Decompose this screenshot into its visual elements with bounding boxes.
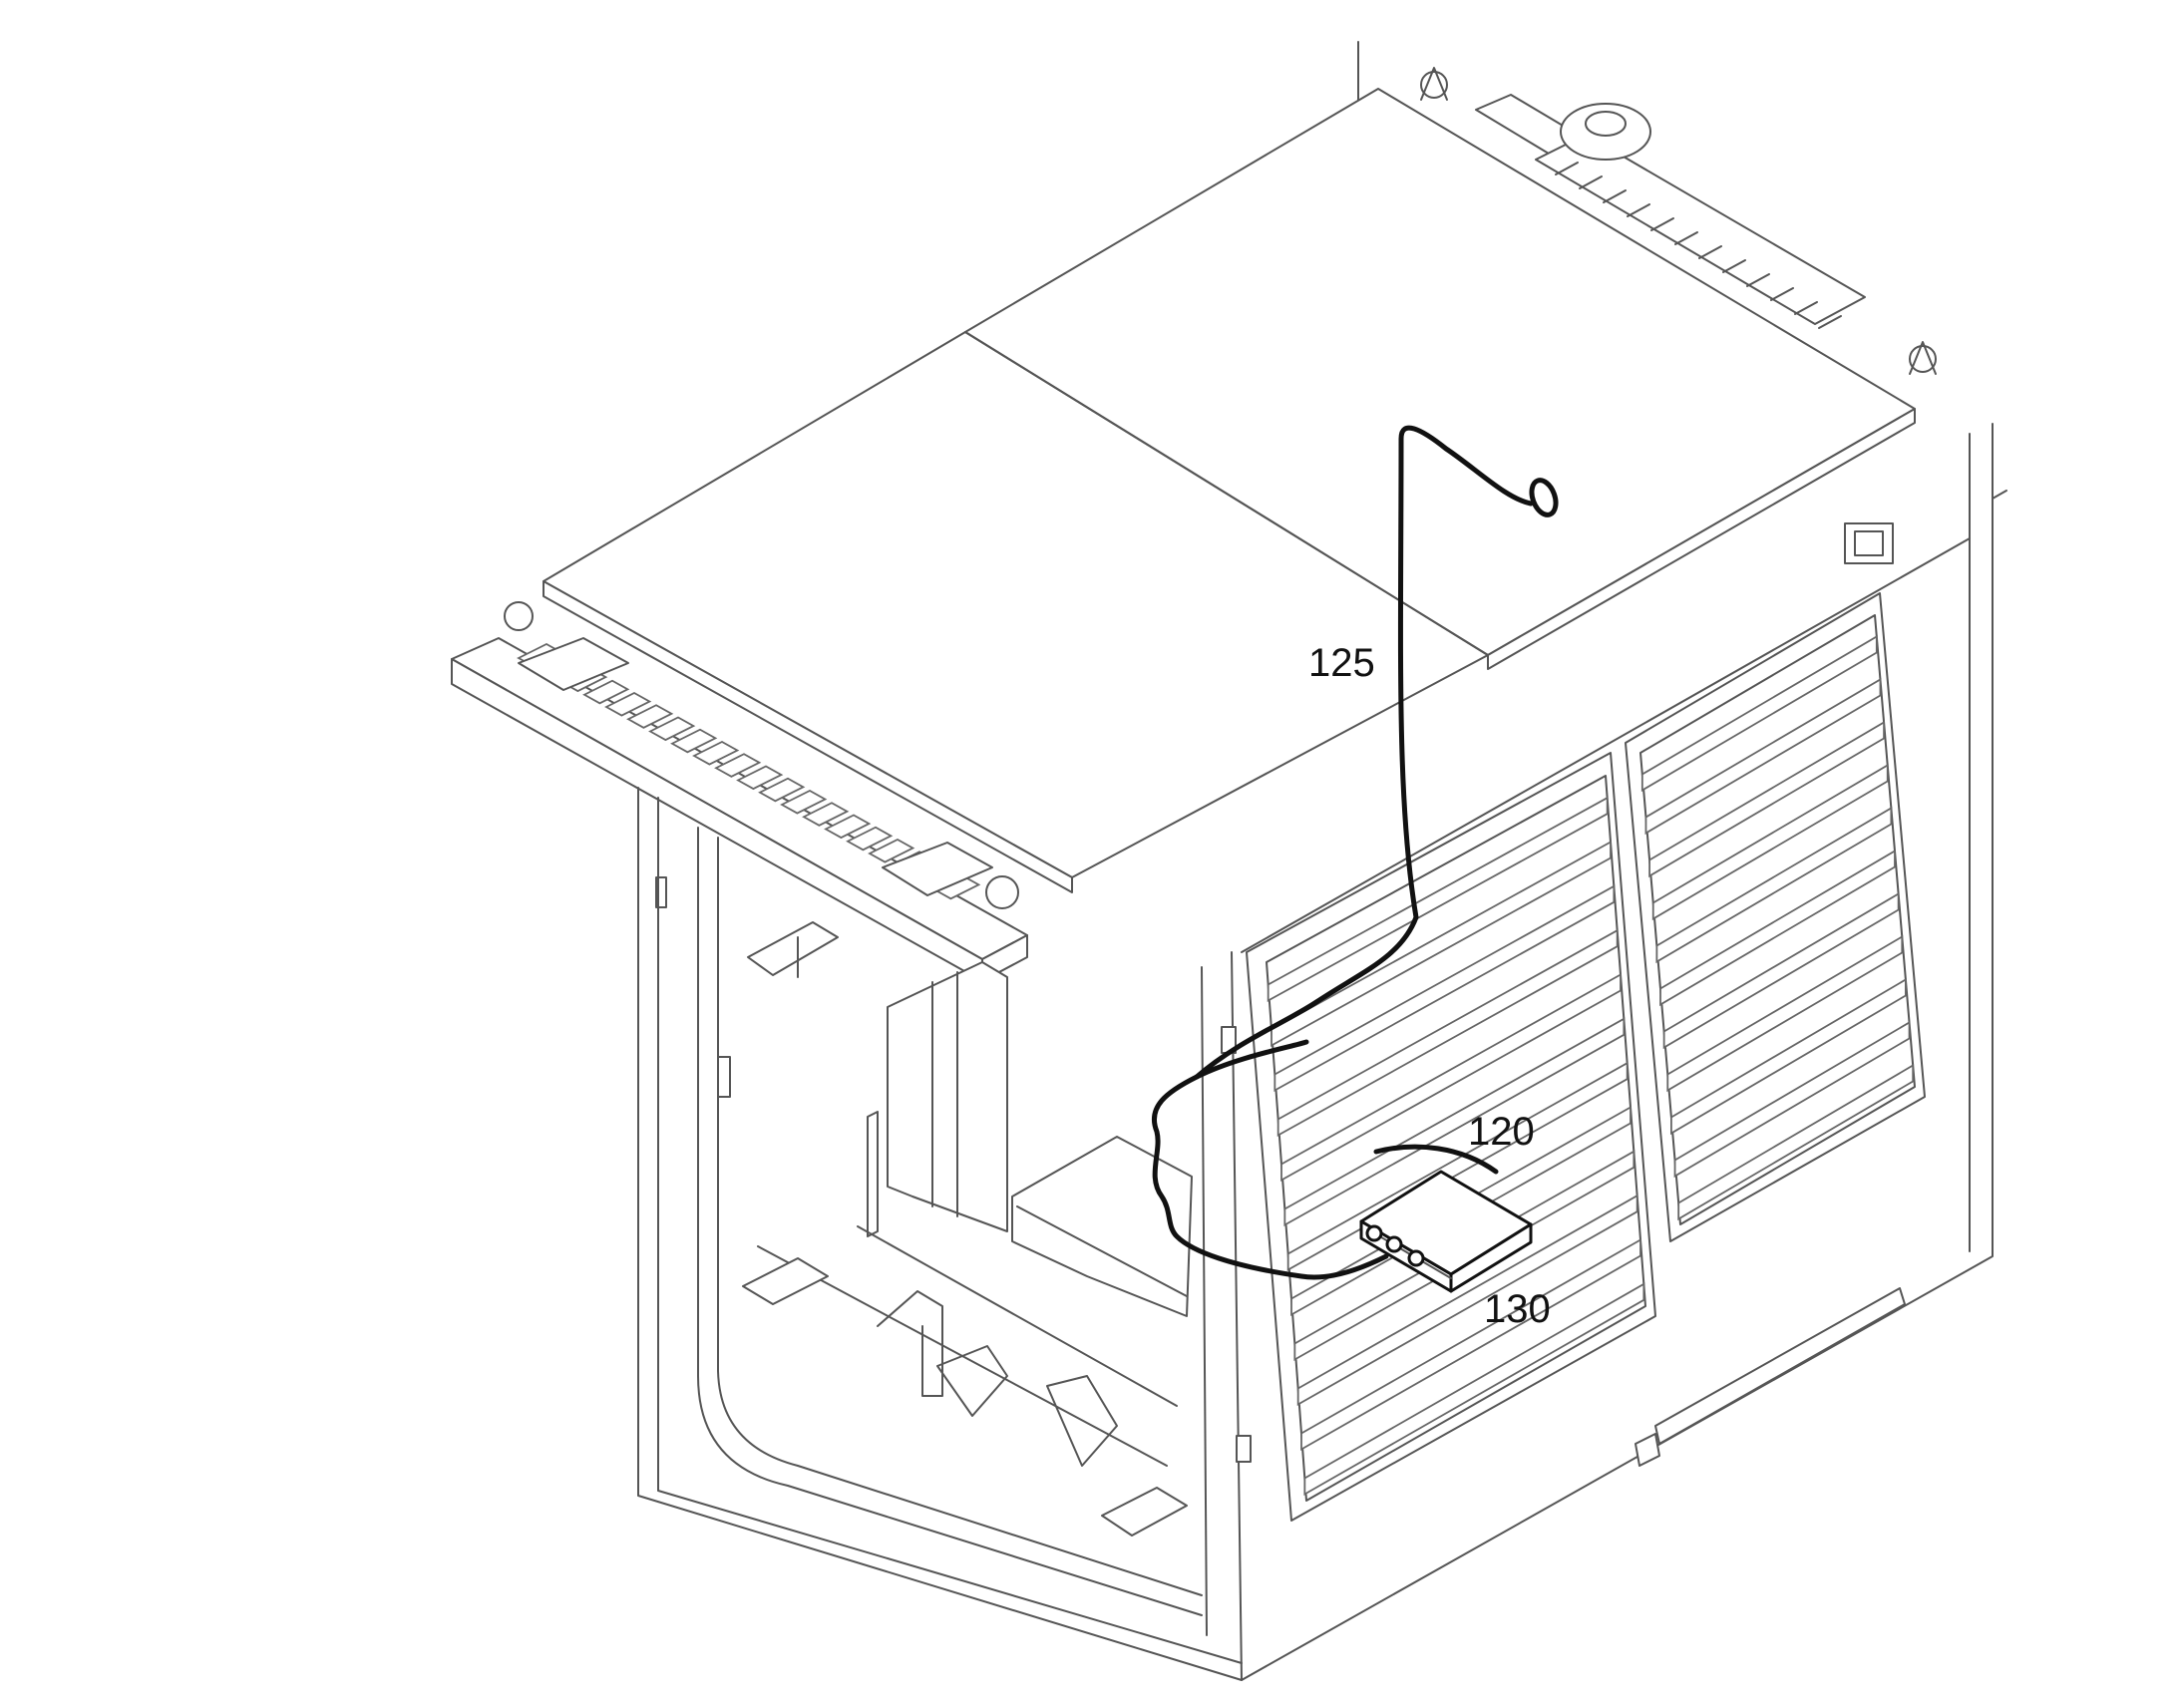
rear-louver-slat xyxy=(1651,763,1889,921)
rear-louver-slat xyxy=(1670,977,1907,1136)
visor-slat xyxy=(802,802,850,827)
door-louver-slat xyxy=(1267,796,1609,1003)
equipment-rib xyxy=(1555,162,1579,175)
front-door xyxy=(1221,752,1656,1522)
visor-slat xyxy=(648,716,696,742)
rear-louver-slat xyxy=(1659,849,1896,1007)
rear-louver-slat xyxy=(1673,1020,1911,1179)
door-louver-slat xyxy=(1300,1237,1641,1452)
connector-icon xyxy=(1385,1235,1403,1253)
cab-body xyxy=(637,423,2007,1681)
equipment-rib xyxy=(1794,301,1818,315)
cab-interior xyxy=(655,876,1193,1537)
rear-louver-slat xyxy=(1644,677,1882,836)
visor-slat xyxy=(670,728,718,754)
rear-louver-slat xyxy=(1655,806,1893,964)
roof-right-panel xyxy=(964,88,1916,670)
label-cable-125: 125 xyxy=(1308,641,1375,685)
equipment-rib xyxy=(1698,245,1722,259)
label-housing-130: 130 xyxy=(1484,1287,1551,1331)
equipment-rib xyxy=(1746,273,1770,287)
door-louver-slat xyxy=(1273,884,1616,1093)
door-louver-slat xyxy=(1303,1282,1645,1497)
rear-louver-panel xyxy=(1625,592,1926,1242)
equipment-rib xyxy=(1650,217,1674,231)
rear-top-equipment xyxy=(1357,41,1866,329)
rear-louver-slat xyxy=(1640,634,1878,793)
control-box-120 xyxy=(1359,1144,1533,1293)
door-louver-slat xyxy=(1271,840,1612,1048)
door-louver-slat xyxy=(1276,928,1619,1138)
visor-slat xyxy=(736,765,784,791)
equipment-rib xyxy=(1674,231,1698,245)
door-louver-slat xyxy=(1283,1017,1626,1227)
connector-icon xyxy=(1365,1224,1383,1242)
equipment-rib xyxy=(1722,259,1746,273)
rear-louver-slat xyxy=(1662,891,1900,1050)
cable-125 xyxy=(1151,425,1559,1280)
visor-slat xyxy=(604,691,652,717)
rear-louver-slat xyxy=(1666,934,1904,1093)
rear-louver-slat xyxy=(1677,1063,1915,1221)
rear-louver-slat xyxy=(1648,720,1885,878)
equipment-rib xyxy=(1579,175,1603,189)
visor-slat xyxy=(582,679,630,705)
visor-slat xyxy=(692,740,740,766)
equipment-rib xyxy=(1770,287,1794,301)
visor-slat xyxy=(824,814,872,840)
visor-slat xyxy=(868,838,915,863)
connector-icon xyxy=(1407,1249,1425,1267)
visor-slat xyxy=(758,777,806,803)
door-louver-slat xyxy=(1280,972,1622,1183)
roof-left-panel xyxy=(543,331,1489,893)
visor-slat xyxy=(714,753,762,778)
label-unit-120: 120 xyxy=(1468,1110,1535,1154)
equipment-rib xyxy=(1818,315,1842,329)
visor-slat xyxy=(626,704,674,729)
visor-slat xyxy=(846,826,894,852)
visor-slat xyxy=(780,789,828,815)
equipment-rib xyxy=(1627,203,1650,217)
equipment-rib xyxy=(1603,189,1627,203)
door-louver-slat xyxy=(1296,1194,1638,1407)
